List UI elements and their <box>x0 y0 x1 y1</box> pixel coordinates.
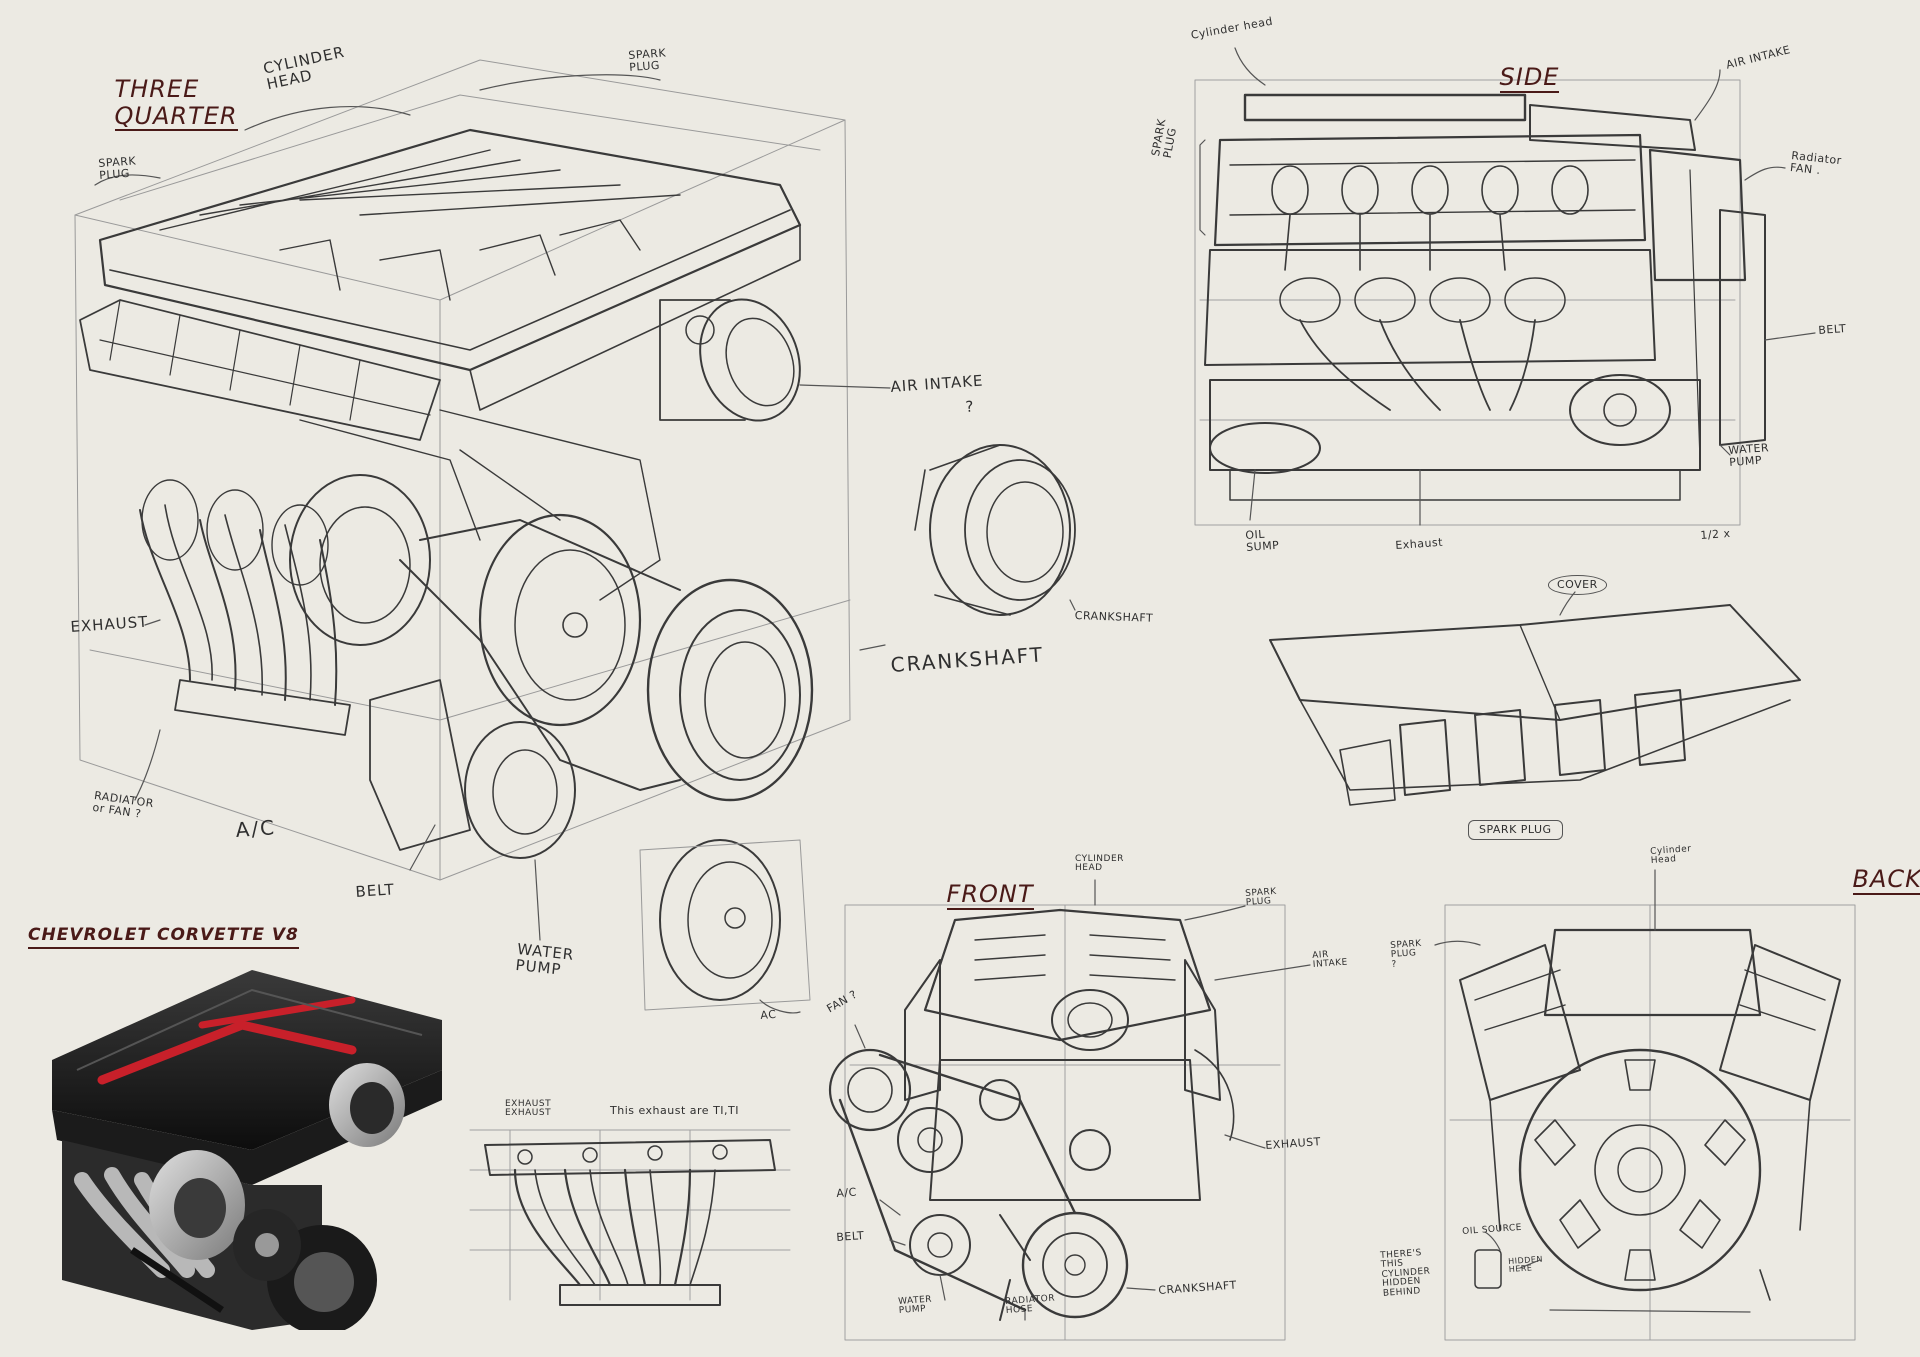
tq-ac-label: A/C <box>234 815 277 842</box>
tq-crankshaft-small-label: CRANKSHAFT <box>1074 609 1154 625</box>
exhaust-detail-note: This exhaust are TI,TI <box>610 1104 739 1117</box>
side-oil-sump-label: OIL SUMP <box>1244 527 1280 554</box>
side-title-text: SIDE <box>1499 63 1560 94</box>
front-air-intake-label: AIR INTAKE <box>1311 949 1349 971</box>
back-view-title: BACK <box>1818 840 1920 919</box>
side-engine-drawing <box>1195 48 1815 525</box>
three-quarter-view-title: THREE QUARTER <box>80 50 238 158</box>
front-engine-drawing <box>830 880 1310 1340</box>
back-cylinder-head-label: Cylinder Head <box>1649 844 1692 867</box>
tq-spark-plug-top-label: SPARK PLUG <box>627 46 667 74</box>
front-water-pump-label: WATER PUMP <box>897 1294 933 1317</box>
three-quarter-title-text: THREE QUARTER <box>114 75 238 132</box>
front-belt-label: BELT <box>835 1229 865 1244</box>
cover-detail-drawing <box>1270 592 1800 805</box>
exhaust-detail-drawing <box>470 1130 790 1305</box>
tq-water-pump-label: WATER PUMP <box>514 940 576 979</box>
back-engine-drawing <box>1435 870 1855 1340</box>
back-spark-plug-label: SPARK PLUG ? <box>1389 938 1422 970</box>
cover-label: COVER <box>1548 575 1607 595</box>
front-cylinder-head-label: CYLINDER HEAD <box>1075 854 1124 874</box>
corvette-v8-reference-photo <box>52 970 442 1330</box>
tq-belt-label: BELT <box>354 880 396 901</box>
front-radiator-hose-label: RADIATOR HOSE <box>1004 1293 1056 1317</box>
side-belt-label: BELT <box>1817 322 1847 337</box>
reference-photo-title: CHEVROLET CORVETTE V8 <box>28 925 299 949</box>
front-view-title: FRONT <box>912 855 1034 934</box>
tq-spark-plug-left-label: SPARK PLUG <box>97 154 137 182</box>
back-hidden-here-label: HIDDEN HERE <box>1507 1254 1544 1275</box>
side-water-pump-label: WATER PUMP <box>1727 441 1770 469</box>
side-radiator-fan-label: Radiator FAN . <box>1789 149 1843 177</box>
back-title-text: BACK <box>1852 865 1920 896</box>
side-scale-label: 1/2 x <box>1699 526 1731 542</box>
three-quarter-engine-drawing <box>75 60 1075 1013</box>
back-hidden-cylinder-note: THERE'S THIS CYLINDER HIDDEN BEHIND <box>1379 1248 1431 1299</box>
cover-spark-plug-label: SPARK PLUG <box>1468 820 1563 840</box>
front-spark-plug-label: SPARK PLUG <box>1244 886 1277 909</box>
side-view-title: SIDE <box>1465 38 1560 117</box>
front-title-text: FRONT <box>946 880 1034 911</box>
tq-ac-small-label: AC <box>759 1007 777 1022</box>
tq-air-intake-question: ? <box>964 397 976 416</box>
front-ac-label: A/C <box>835 1185 858 1200</box>
exhaust-detail-exhaust-label: EXHAUST EXHAUST <box>505 1099 552 1119</box>
